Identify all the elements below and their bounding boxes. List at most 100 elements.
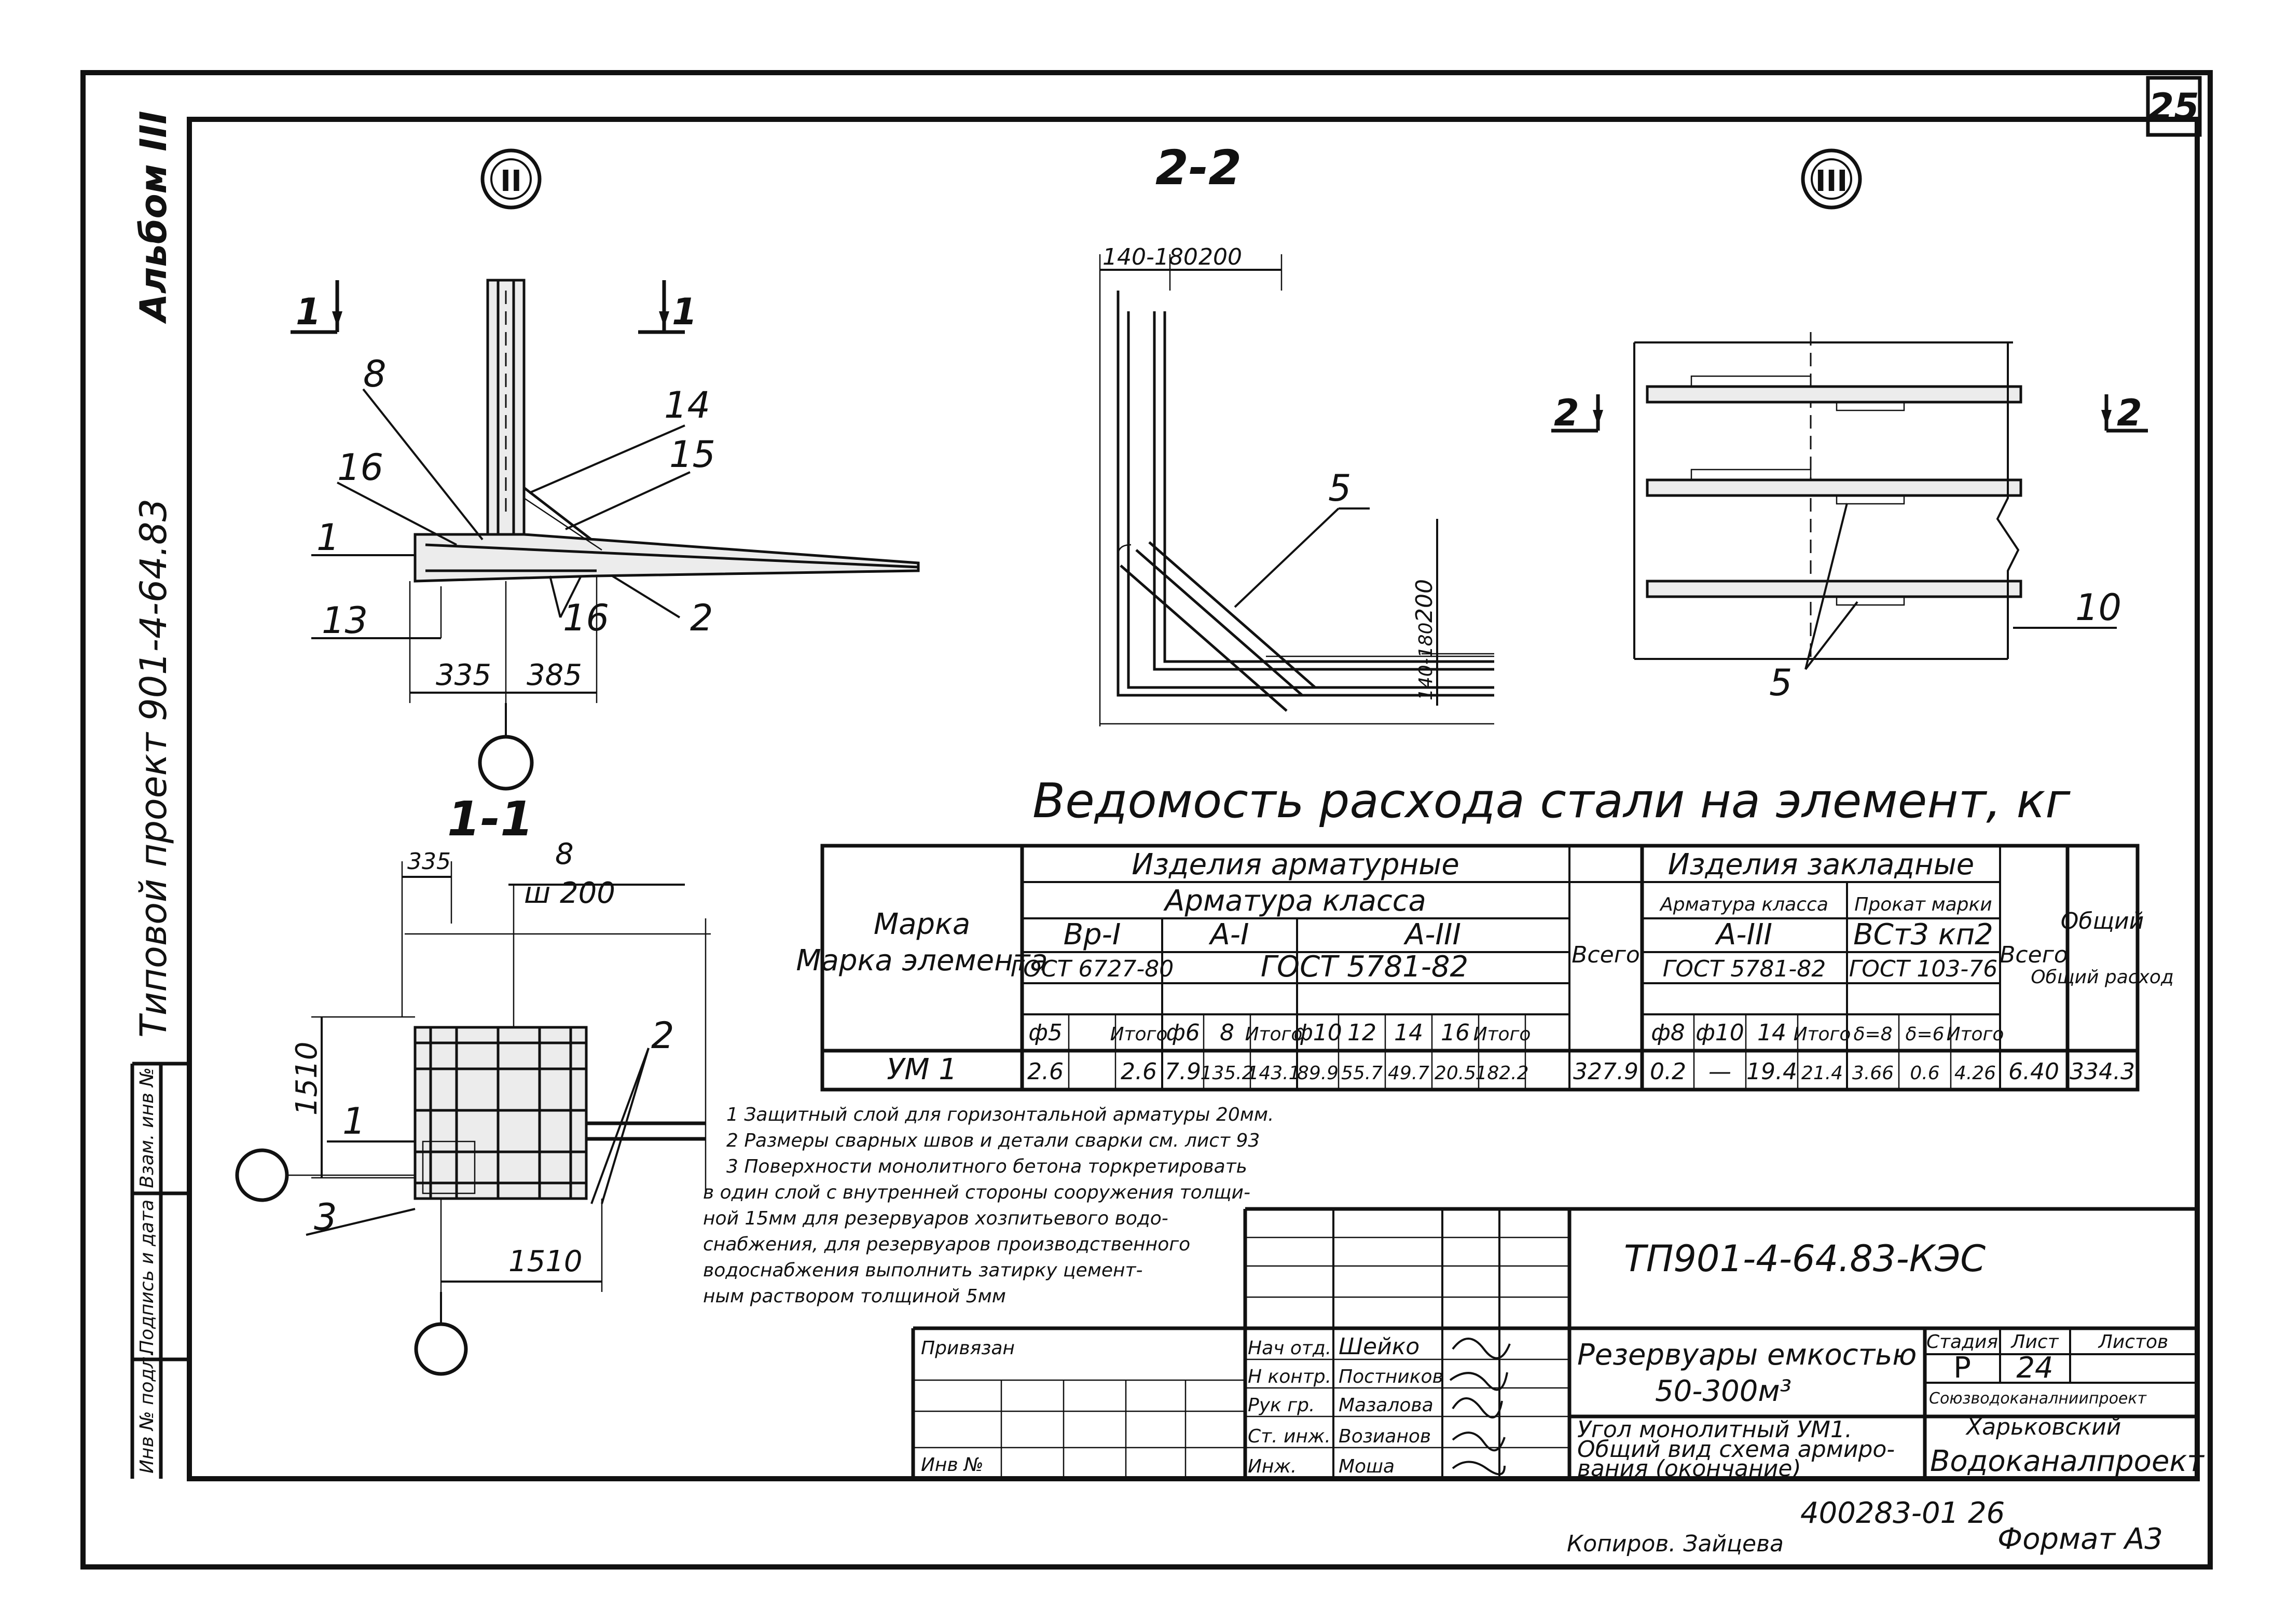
svg-text:16: 16 [1441,1020,1470,1046]
role-0: Нач отд. [1248,1338,1331,1359]
axis-bubble-node2 [478,735,534,791]
label-1-11: 1 [342,1100,366,1143]
inv-number: Инв № [921,1454,984,1476]
hdr-embed: Изделия закладные [1668,848,1975,882]
svg-text:0.6: 0.6 [1910,1063,1939,1084]
svg-text:ф10: ф10 [1696,1020,1744,1046]
dim-200-top: 200 [1198,244,1242,270]
svg-text:19.4: 19.4 [1746,1058,1797,1085]
node3-label-5: 5 [1769,662,1793,704]
name-4: Моша [1339,1456,1395,1477]
label-16b: 16 [563,597,609,639]
view-section-1-1: 1-1 335 8 ш 200 1510 2 [235,791,711,1376]
svg-text:49.7: 49.7 [1388,1063,1429,1084]
svg-text:2.6: 2.6 [1121,1058,1157,1085]
notes: 1 Защитный слой для горизонтальной армат… [703,1104,1274,1307]
hdr-a1: А-I [1208,918,1249,952]
table-title: Ведомость расхода стали на элемент, кг [1032,773,2071,829]
copied-by: Копиров. Зайцева [1567,1531,1784,1557]
hdr-reinf-class: Арматура класса [1163,884,1426,918]
title-block: Привязан Инв № ТП901-4-64.83-КЭС Резерву… [911,1207,2204,1482]
svg-text:ф5: ф5 [1028,1020,1063,1046]
org-1: Союзводоканалниипроект [1929,1389,2147,1408]
title-sub-1: Угол монолитный УМ1. [1577,1416,1852,1443]
sheet-label: Лист [2010,1331,2059,1353]
svg-text:δ=8: δ=8 [1853,1024,1892,1045]
section-2-2-title: 2-2 [1155,140,1242,196]
dim-200-right: 200 [1411,579,1438,623]
hdr-embed-reinf: Арматура класса [1659,894,1828,915]
svg-text:ф8: ф8 [1651,1020,1685,1046]
svg-text:20.5: 20.5 [1435,1063,1476,1084]
signature-1 [1449,1372,1508,1391]
signature-0 [1452,1338,1511,1359]
view-section-2-2: 2-2 140-180 200 5 200 140-180 [1099,140,1494,726]
margin-stamp-sign: Подпись и дата [136,1200,158,1354]
corner-number: 25 [2148,86,2199,128]
dim-140-180-top: 140-180 [1102,244,1198,270]
signature-3 [1452,1432,1506,1452]
hdr-embed-class: А-III [1715,918,1772,952]
doc-code: ТП901-4-64.83-КЭС [1624,1237,1986,1280]
dim-335-11: 335 [407,848,451,875]
svg-text:55.7: 55.7 [1341,1063,1383,1084]
role-4: Инж. [1248,1456,1297,1477]
hdr-mark: Марка элемента [796,944,1048,978]
svg-text:327.9: 327.9 [1573,1058,1638,1085]
dim-sh200: ш 200 [524,876,615,910]
label-14: 14 [664,384,710,426]
note-2: 2 Размеры сварных швов и детали сварки с… [726,1130,1260,1151]
svg-text:3.66: 3.66 [1852,1063,1894,1084]
inner-frame [187,117,2200,1481]
name-0: Шейко [1339,1333,1419,1360]
name-2: Мазалова [1339,1395,1434,1416]
dim-140-180-right: 140-180 [1415,623,1437,700]
node3-section-right: 2 [2117,392,2142,434]
dim-385: 385 [527,658,582,692]
hdr-gost-a: ГОСТ 5781-82 [1261,950,1468,984]
corner-number-box [2146,76,2202,137]
svg-text:334.3: 334.3 [2070,1058,2135,1085]
label-8: 8 [363,353,387,395]
svg-text:—: — [1708,1058,1731,1085]
svg-text:Итого: Итого [1947,1024,2004,1045]
doc-number: 400283-01 26 [1800,1496,2005,1530]
signature-4 [1452,1461,1506,1476]
privyazan: Привязан [921,1338,1015,1359]
hdr-mark-1: Марка [874,907,970,941]
note-1: 1 Защитный слой для горизонтальной армат… [726,1104,1274,1125]
hdr-embed-gost: ГОСТ 5781-82 [1663,956,1826,982]
svg-text:6.40: 6.40 [2008,1058,2059,1085]
dim-1510-horizontal: 1510 [508,1245,583,1278]
svg-text:14: 14 [1394,1020,1423,1046]
svg-text:Итого: Итого [1473,1024,1531,1045]
axis-bubble-bottom [414,1322,468,1376]
title-main-2: 50-300м³ [1655,1374,1791,1408]
svg-text:2.6: 2.6 [1027,1058,1064,1085]
label-2: 2 [690,597,713,639]
note-3: 3 Поверхности монолитного бетона торкрет… [726,1156,1247,1177]
label-8-11: 8 [555,837,574,871]
svg-text:Итого: Итого [1110,1024,1168,1045]
node3-section-left: 2 [1554,392,1579,434]
svg-text:7.9: 7.9 [1165,1058,1201,1085]
sheets-label: Листов [2098,1331,2168,1353]
table-row: УМ 1 2.6 2.6 7.9 135.2 143.1 89.9 55.7 4… [887,1053,2135,1086]
note-5: ной 15мм для резервуаров хозпитьевого во… [703,1208,1168,1229]
svg-text:14: 14 [1757,1020,1786,1046]
hdr-a3: А-III [1403,918,1461,952]
dim-1510-vertical: 1510 [290,1041,324,1116]
label-15: 15 [669,433,715,476]
stage-label: Стадия [1926,1331,1998,1353]
view-node-3: III 2 2 5 10 [1551,148,2148,704]
label-1: 1 [316,516,340,559]
svg-text:δ=6: δ=6 [1905,1024,1944,1045]
section-mark-left: 1 [296,291,321,333]
axis-bubble-left [235,1148,289,1202]
hdr-vp: Вр-I [1064,918,1121,952]
role-1: Н контр. [1248,1366,1331,1387]
note-6: снабжения, для резервуаров производствен… [703,1234,1190,1255]
note-7: водоснабжения выполнить затирку цемент- [703,1260,1143,1281]
sub-header-row: ф5 Итого ф6 8 Итого ф10 12 14 16 Итого ф… [1028,1020,2004,1046]
